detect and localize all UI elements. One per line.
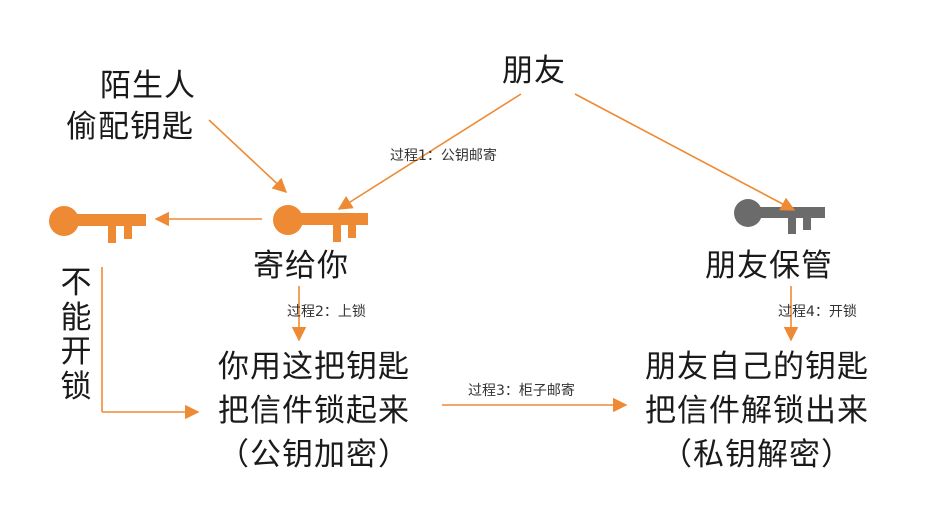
cannot-unlock-char: 不 (60, 265, 92, 301)
friend-keeps-label: 朋友保管 (705, 248, 833, 284)
send-to-you-label: 寄给你 (253, 248, 349, 284)
stranger-label-line2: 偷配钥匙 (66, 109, 194, 145)
you-lock-line3: （公钥加密） (218, 437, 410, 473)
friend-label: 朋友 (502, 53, 566, 89)
arrow-stranger-to-key (208, 119, 288, 193)
friend-unlock-line1: 朋友自己的钥匙 (645, 349, 869, 385)
cannot-unlock-char: 锁 (60, 369, 92, 406)
you-lock-line2: 把信件锁起来 (218, 393, 410, 429)
stranger-label-line1: 陌生人 (100, 68, 196, 104)
step2-label: 过程2：上锁 (287, 304, 366, 320)
friend-unlock-line3: （私钥解密） (661, 437, 853, 473)
cannot-unlock-char: 能 (60, 299, 92, 336)
step3-label: 过程3：柜子邮寄 (468, 383, 575, 399)
stolen-key-icon (49, 206, 146, 243)
step1-label: 过程1：公钥邮寄 (390, 148, 497, 164)
private-key-icon (734, 199, 825, 234)
cannot-unlock-char: 开 (60, 334, 92, 371)
arrow-friend-to-public-key (337, 93, 522, 210)
public-key-icon (273, 205, 368, 242)
step4-label: 过程4：开锁 (778, 304, 857, 320)
cannot-unlock-label: 不 能 开 锁 (56, 266, 96, 405)
friend-unlock-line2: 把信件解锁出来 (645, 393, 869, 429)
arrow-cannot-unlock (101, 267, 200, 420)
you-lock-line1: 你用这把钥匙 (218, 349, 410, 385)
arrow-friend-to-private-key (574, 93, 796, 211)
